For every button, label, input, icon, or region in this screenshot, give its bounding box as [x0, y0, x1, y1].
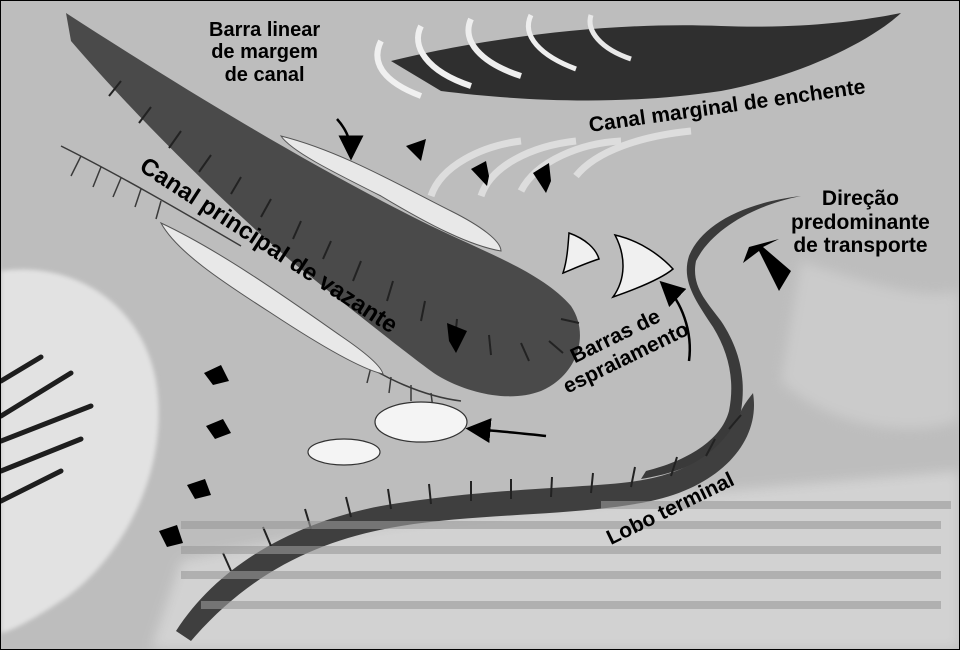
- washover-bar-small: [563, 233, 599, 273]
- label-direcao-line-1: Direção: [791, 187, 930, 211]
- flow-arrow-8: [159, 525, 183, 547]
- label-barra-linear: Barra linear de margem de canal: [209, 19, 320, 86]
- left-shoal-light-area: [1, 269, 159, 633]
- flow-arrow-2: [471, 161, 489, 186]
- flow-arrow-7: [187, 479, 211, 499]
- label-direcao-line-3: de transporte: [791, 234, 930, 258]
- spreading-bar-right: [375, 402, 467, 442]
- right-light-area: [781, 261, 959, 429]
- label-barra-linear-line-2: de margem: [209, 41, 320, 63]
- flow-arrow-1: [406, 139, 426, 161]
- pointer-arrow-barra-linear: [337, 119, 351, 153]
- flow-arrow-6: [206, 419, 231, 439]
- spreading-bar-left: [308, 439, 380, 465]
- flow-arrow-5: [204, 365, 229, 385]
- pointer-arrow-barras-lower: [473, 429, 546, 436]
- label-direcao: Direção predominante de transporte: [791, 187, 930, 258]
- transport-direction-arrow: [743, 239, 791, 291]
- label-direcao-line-2: predominante: [791, 211, 930, 235]
- label-barra-linear-line-1: Barra linear: [209, 19, 320, 41]
- washover-bar-large: [613, 235, 673, 297]
- flood-channel-arcs: [431, 131, 691, 196]
- label-barra-linear-line-3: de canal: [209, 64, 320, 86]
